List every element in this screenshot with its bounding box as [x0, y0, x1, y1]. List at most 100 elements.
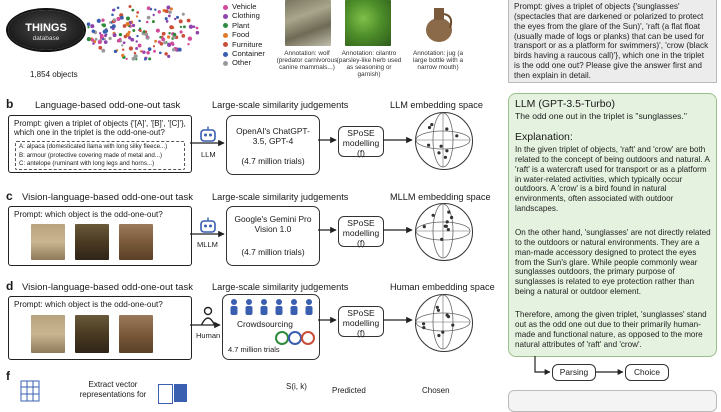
scatter-point: [144, 32, 149, 37]
panel-letter-f: f: [6, 369, 10, 383]
scatter-point: [146, 51, 150, 55]
things-logo: THINGS database: [8, 10, 84, 50]
scatter-point: [141, 50, 144, 53]
legend-dot: [223, 60, 228, 66]
scatter-point: [94, 37, 98, 41]
scatter-point: [131, 56, 136, 61]
matrix-icon: [20, 380, 40, 402]
explanation-para-1: In the given triplet of objects, 'raft' …: [515, 145, 710, 214]
scatter-point: [132, 29, 136, 32]
scatter-point: [172, 35, 175, 39]
scatter-point: [144, 30, 148, 33]
scatter-point: [158, 51, 162, 55]
panel-letter-c: c: [6, 189, 13, 203]
task-title-b: Language-based odd-one-out task: [35, 100, 181, 111]
scatter-point: [109, 26, 113, 29]
legend-item: Food: [223, 30, 249, 39]
embedding-point: [422, 326, 426, 330]
scatter-point: [103, 34, 108, 38]
embedding-point: [437, 151, 441, 155]
scatter-point: [153, 49, 156, 53]
scatter-point: [166, 5, 171, 10]
scatter-point: [151, 20, 155, 24]
scatter-point: [91, 29, 96, 33]
embedding-point: [443, 224, 447, 228]
embedding-point: [437, 333, 441, 338]
answer-text: The odd one out in the triplet is "sungl…: [515, 111, 687, 121]
s-label: S(i, k): [286, 382, 307, 391]
explanation-para-3: Therefore, among the given triplet, 'sun…: [515, 310, 707, 349]
options-box: A: alpaca (domesticated llama with long …: [15, 141, 185, 170]
bottom-card: [508, 390, 717, 412]
embedding-point: [451, 323, 455, 327]
scatter-point: [161, 37, 166, 42]
scatter-point: [152, 13, 155, 17]
scatter-point: [165, 20, 169, 23]
legend-label: Container: [232, 49, 265, 58]
space-title-b: LLM embedding space: [390, 100, 483, 110]
scatter-point: [161, 31, 166, 36]
scatter-point: [195, 26, 199, 30]
flow-arrows: [190, 136, 413, 329]
scatter-point: [118, 32, 123, 37]
scatter-point: [179, 30, 183, 34]
scatter-point: [128, 46, 133, 51]
embedding-point: [450, 215, 454, 220]
scatter-point: [167, 14, 171, 18]
embedding-point: [441, 330, 445, 334]
agent-label-d: Human: [196, 331, 221, 340]
scatter-point: [136, 11, 140, 14]
embedding-point: [455, 134, 459, 138]
panel-letter-d: d: [6, 279, 14, 293]
scatter-point: [169, 25, 174, 30]
scatter-point: [174, 17, 177, 21]
scatter-point: [172, 32, 177, 37]
extract-text: Extract vector representations for: [79, 380, 147, 399]
embedding-sphere-b: [415, 112, 473, 170]
scatter-point: [137, 43, 142, 48]
scatter-point: [195, 30, 200, 35]
choice-circles-icon: [275, 331, 315, 345]
embedding-point: [427, 125, 432, 130]
model-name-d: Crowdsourcing: [237, 319, 293, 329]
predicted-label: Predicted: [332, 386, 366, 395]
scatter-point: [192, 25, 196, 29]
scatter-point: [125, 57, 128, 61]
scatter-point: [178, 19, 183, 24]
scatter-point: [98, 45, 103, 50]
legend-label: Furniture: [232, 39, 263, 49]
scatter-point: [113, 49, 118, 54]
scatter-point: [182, 25, 186, 29]
scatter-point: [157, 10, 161, 14]
scatter-point: [101, 18, 105, 22]
scatter-point: [99, 33, 104, 38]
armour-image-c: [75, 224, 109, 260]
judgement-title-d: Large-scale similarity judgements: [212, 282, 349, 292]
scatter-point: [154, 8, 157, 11]
scatter-point: [187, 43, 190, 46]
scatter-point: [90, 24, 95, 29]
scatter-point: [179, 25, 183, 29]
scatter-point: [101, 38, 105, 41]
option-a: A: alpaca (domesticated llama with long …: [19, 143, 168, 150]
option-b: B: armour (protective covering made of m…: [19, 151, 163, 159]
legend-dot: [223, 4, 228, 10]
model-name-b: OpenAI's ChatGPT-3.5, GPT-4: [236, 126, 310, 147]
scatter-point: [145, 20, 149, 24]
scatter-point: [121, 53, 125, 58]
annotation-cilantro: Annotation: cilantro (parsley-like herb …: [336, 50, 402, 79]
scatter-point: [169, 7, 173, 11]
prompt-text-d: Prompt: which object is the odd-one-out?: [14, 300, 163, 309]
scatter-point: [131, 8, 135, 12]
scatter-point: [122, 41, 126, 45]
scatter-point: [143, 57, 147, 61]
embedding-sphere-c: [415, 203, 473, 261]
robot-icon: [200, 217, 216, 233]
scatter-point: [135, 58, 138, 61]
alpaca-image-d: [31, 315, 65, 353]
trials-d: 4.7 million trials: [228, 345, 280, 354]
embedding-point: [422, 322, 426, 326]
model-title: LLM (GPT-3.5-Turbo): [515, 98, 615, 110]
agent-label-b: LLM: [201, 150, 216, 159]
